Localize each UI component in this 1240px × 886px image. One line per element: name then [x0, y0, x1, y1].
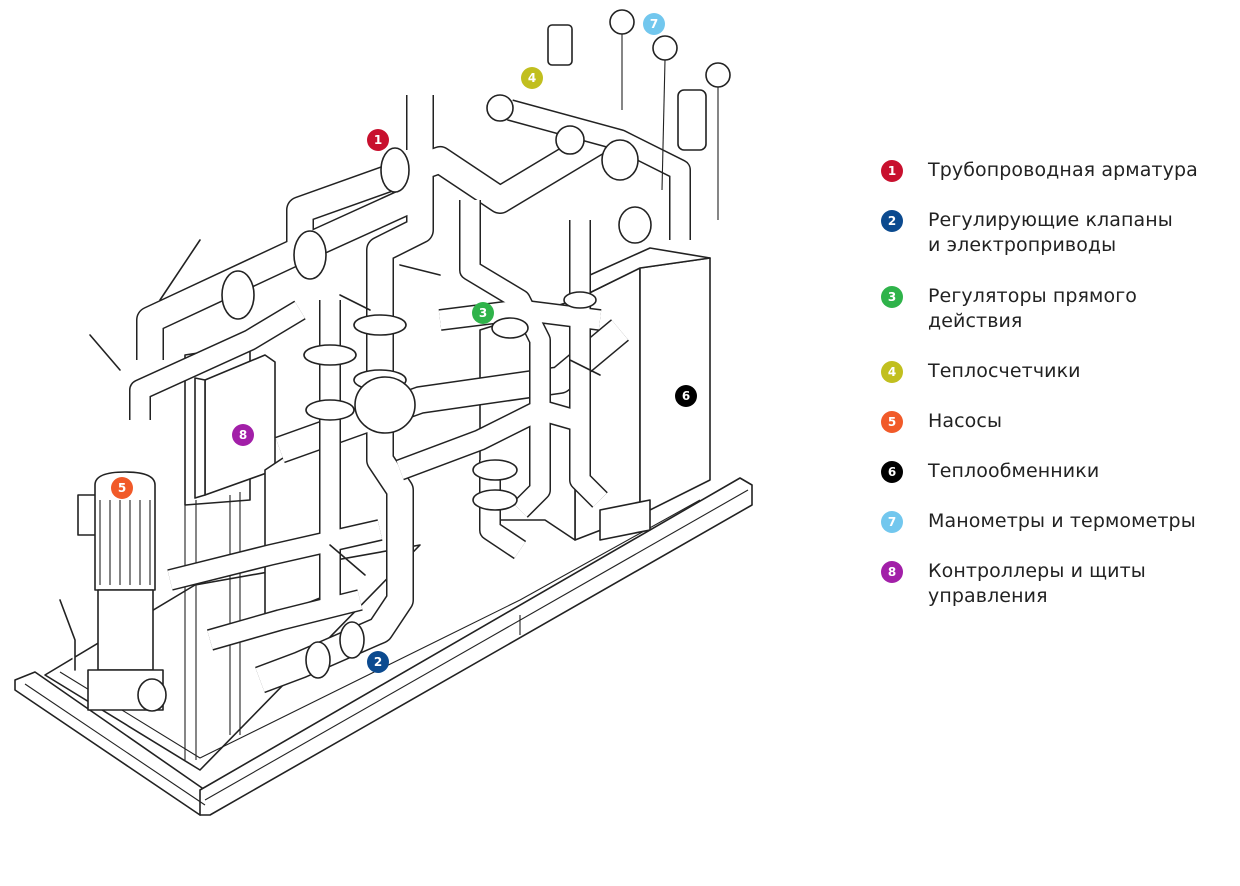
- legend-badge: 4: [881, 361, 903, 383]
- callout-8: 8: [232, 424, 254, 446]
- legend-label: Манометры и термометры: [928, 510, 1196, 532]
- legend-item-6: 6 Теплообменники: [881, 459, 1221, 509]
- callout-5: 5: [111, 477, 133, 499]
- callout-6: 6: [675, 385, 697, 407]
- callout-4: 4: [521, 67, 543, 89]
- legend-item-8: 8 Контроллеры и щиты управления: [881, 559, 1221, 609]
- legend-item-5: 5 Насосы: [881, 409, 1221, 459]
- legend-item-7: 7 Манометры и термометры: [881, 509, 1221, 559]
- legend-badge: 6: [881, 461, 903, 483]
- legend-item-4: 4 Теплосчетчики: [881, 359, 1221, 409]
- pump: [59, 471, 167, 712]
- legend-badge: 1: [881, 160, 903, 182]
- legend-item-3: 3 Регуляторы прямого действия: [881, 284, 1221, 359]
- callout-3: 3: [472, 302, 494, 324]
- legend-label: Насосы: [928, 410, 1003, 432]
- legend-badge: 2: [881, 210, 903, 232]
- legend-label: Контроллеры и щиты управления: [928, 560, 1146, 607]
- legend-label: Теплосчетчики: [928, 360, 1081, 382]
- legend-badge: 5: [881, 411, 903, 433]
- legend: 1 Трубопроводная арматура 2 Регулирующие…: [881, 158, 1221, 609]
- legend-label: Трубопроводная арматура: [928, 159, 1198, 181]
- gauges: [486, 9, 731, 220]
- legend-label: Регулирующие клапаны и электроприводы: [928, 209, 1173, 256]
- legend-badge: 3: [881, 286, 903, 308]
- legend-badge: 7: [881, 511, 903, 533]
- callout-1: 1: [367, 129, 389, 151]
- legend-badge: 8: [881, 561, 903, 583]
- legend-label: Теплообменники: [928, 460, 1100, 482]
- legend-item-2: 2 Регулирующие клапаны и электроприводы: [881, 208, 1221, 284]
- callout-2: 2: [367, 651, 389, 673]
- legend-label: Регуляторы прямого действия: [928, 285, 1138, 332]
- legend-item-1: 1 Трубопроводная арматура: [881, 158, 1221, 208]
- valves-and-flanges: [89, 125, 652, 679]
- callout-7: 7: [643, 13, 665, 35]
